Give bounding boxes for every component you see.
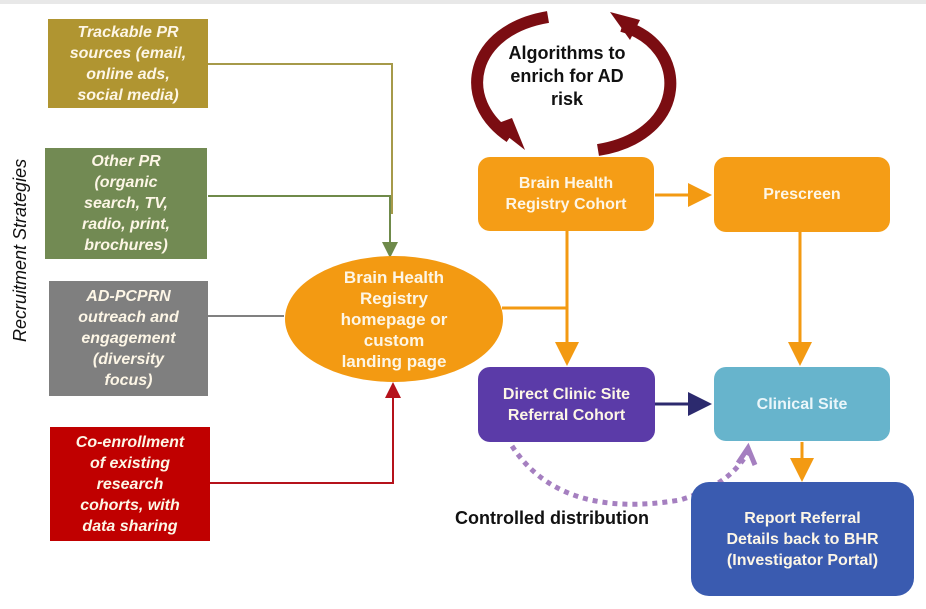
controlled-distribution-arc — [509, 444, 751, 507]
controlled-distribution-arrowhead — [735, 442, 758, 466]
algorithms-label: Algorithms to enrich for AD risk — [508, 43, 626, 109]
algorithm-arrow-left-head — [493, 118, 525, 150]
node-bhr-cohort: Brain Health Registry Cohort — [478, 157, 654, 231]
node-prescreen: Prescreen — [714, 157, 890, 232]
link-otherpr-to-hub — [208, 195, 398, 258]
bhr-homepage-hub: Brain Health Registry homepage or custom… — [285, 256, 503, 382]
algorithm-arrow-right-head — [610, 12, 640, 40]
source-other-pr: Other PR (organic search, TV, radio, pri… — [45, 148, 207, 259]
link-trackable-to-hub — [208, 63, 393, 214]
controlled-distribution-label: Controlled distribution — [455, 508, 649, 528]
node-report-referral: Report Referral Details back to BHR (Inv… — [691, 482, 914, 596]
algorithm-arrow-left — [471, 11, 550, 142]
source-co-enrollment: Co-enrollment of existing research cohor… — [50, 427, 210, 541]
top-border — [0, 0, 926, 4]
recruitment-strategies-label: Recruitment Strategies — [10, 158, 30, 342]
link-coenroll-to-hub — [208, 382, 401, 484]
source-trackable-pr: Trackable PR sources (email, online ads,… — [48, 19, 208, 108]
algorithm-arrow-right — [596, 20, 677, 156]
node-clinical-site: Clinical Site — [714, 367, 890, 441]
node-direct-clinic-referral: Direct Clinic Site Referral Cohort — [478, 367, 655, 442]
source-ad-pcprn: AD-PCPRN outreach and engagement (divers… — [49, 281, 208, 396]
